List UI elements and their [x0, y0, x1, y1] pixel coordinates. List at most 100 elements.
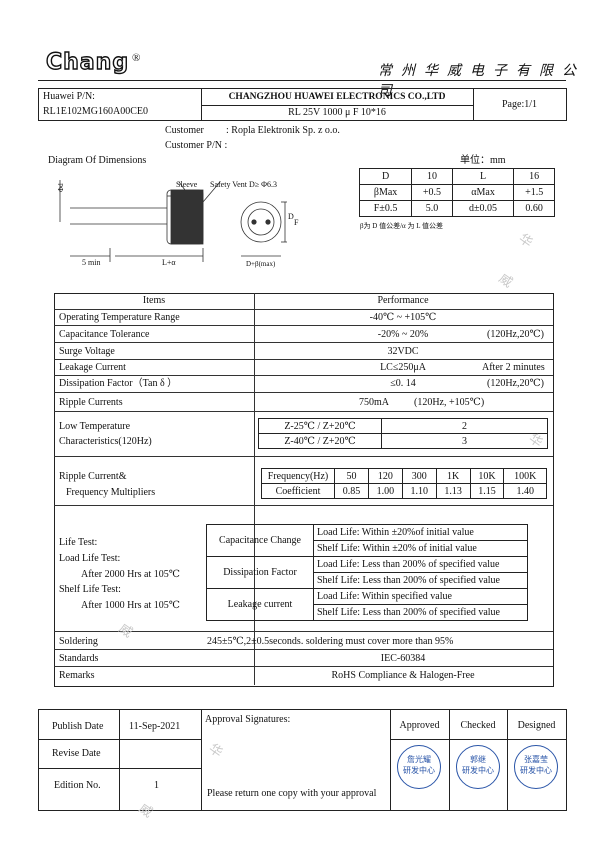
frequency-cell: 300 — [401, 468, 437, 484]
dim-d-label: D — [288, 212, 294, 221]
edition-label: Edition No. — [54, 780, 101, 791]
coefficient-cell: 0.85 — [334, 483, 369, 499]
dimension-cell: αMax — [451, 184, 515, 201]
dimension-table: D 10 L 16 βMax +0.5 αMax +1.5 F±0.5 5.0 … — [358, 168, 555, 217]
huawei-pn-value: RL1E102MG160A00CE0 — [43, 106, 148, 117]
table-row: Z-25℃ / Z+20℃ 2 — [258, 418, 548, 434]
capacitance-tolerance-label: Capacitance Tolerance — [59, 329, 150, 340]
load-life-condition: After 2000 Hrs at 105℃ — [81, 569, 180, 580]
header-table: Huawei P/N: RL1E102MG160A00CE0 CHANGZHOU… — [38, 88, 567, 121]
low-temperature-label: Low Temperature — [59, 421, 131, 432]
header-rule — [38, 80, 566, 81]
surge-voltage-value: 32VDC — [387, 346, 419, 357]
load-life-criterion: Load Life: Within specified value — [313, 588, 528, 605]
impedance-ratio-condition: Z-25℃ / Z+20℃ — [258, 418, 382, 434]
load-life-criterion: Load Life: Within ±20%of initial value — [313, 524, 528, 541]
page-number: Page:1/1 — [502, 99, 537, 110]
life-test-item: Dissipation Factor — [206, 556, 314, 589]
shelf-life-criterion: Shelf Life: Less than 200% of specified … — [313, 604, 528, 621]
table-row: F±0.5 5.0 d±0.05 0.60 — [358, 200, 555, 217]
diagram-title: Diagram Of Dimensions — [48, 155, 147, 166]
coefficient-cell: 1.10 — [401, 483, 437, 499]
sleeve-label: Sleeve — [176, 180, 198, 189]
part-number-cell: Huawei P/N: RL1E102MG160A00CE0 — [39, 89, 202, 120]
dimension-cell: 0.60 — [513, 200, 555, 217]
customer-pn-label: Customer P/N : — [165, 140, 228, 151]
soldering-value: 245±5℃,2±0.5seconds. soldering must cove… — [207, 636, 454, 647]
dim-5min-label: 5 min — [82, 258, 101, 267]
table-row: βMax +0.5 αMax +1.5 — [358, 184, 555, 201]
checked-label: Checked — [460, 720, 496, 731]
ripple-currents-condition: (120Hz, +105℃) — [414, 397, 485, 408]
customer-value: : Ropla Elektronik Sp. z o.o. — [226, 125, 340, 136]
capacitor-dimension-drawing — [59, 180, 287, 262]
table-row: Leakage current Load Life: Within specif… — [206, 588, 528, 621]
shelf-life-criterion: Shelf Life: Less than 200% of specified … — [313, 572, 528, 589]
capacitance-tolerance-condition: (120Hz,20℃) — [487, 329, 545, 340]
stamp-department: 研发中心 — [520, 766, 552, 775]
huawei-pn-label: Huawei P/N: — [43, 91, 95, 102]
impedance-ratio-value: 2 — [381, 418, 548, 434]
impedance-ratio-condition: Z-40℃ / Z+20℃ — [258, 433, 382, 449]
watermark: 华 — [515, 231, 535, 252]
life-test-item: Capacitance Change — [206, 524, 314, 557]
leakage-current-value: LC≤250μA — [380, 362, 426, 373]
stamp-department: 研发中心 — [403, 766, 435, 775]
table-row: Frequency(Hz) 50 120 300 1K 10K 100K — [261, 468, 547, 484]
frequency-cell: 10K — [469, 468, 505, 484]
table-row: Z-40℃ / Z+20℃ 3 — [258, 433, 548, 449]
checked-stamp: 郭继 研发中心 — [456, 745, 500, 789]
safety-vent-label: Safety Vent D≥ Φ6.3 — [210, 180, 277, 189]
approved-label: Approved — [399, 720, 440, 731]
low-temperature-label-2: Characteristics(120Hz) — [59, 436, 152, 447]
company-name-chinese: 常州华威电子有限公司 — [378, 63, 585, 99]
frequency-cell: 120 — [367, 468, 403, 484]
revise-date-label: Revise Date — [52, 748, 101, 759]
shelf-life-test-label: Shelf Life Test: — [59, 584, 121, 595]
stamp-department: 研发中心 — [462, 766, 494, 775]
life-test-label: Life Test: — [59, 537, 98, 548]
dimension-cell: +1.5 — [513, 184, 555, 201]
dim-f-label: F — [294, 218, 299, 227]
company-logo: Chang — [45, 50, 130, 75]
stamp-name: 詹光耀 — [407, 755, 431, 764]
coefficient-cell: 1.15 — [469, 483, 505, 499]
dissipation-factor-condition: (120Hz,20℃) — [487, 378, 545, 389]
dimension-cell: 16 — [513, 168, 555, 185]
dimension-cell: 10 — [411, 168, 453, 185]
product-description: RL 25V 1000 μ F 10*16 — [288, 107, 386, 118]
table-row: Dissipation Factor Load Life: Less than … — [206, 556, 528, 589]
operating-temperature-value: -40℃ ~ +105℃ — [369, 312, 437, 323]
soldering-label: Soldering — [59, 636, 98, 647]
coefficient-cell: 1.13 — [435, 483, 471, 499]
dim-length-label: L+α — [162, 258, 176, 267]
dissipation-factor-label: Dissipation Factor（Tan δ ） — [59, 378, 178, 389]
remarks-label: Remarks — [59, 670, 95, 681]
dimension-cell: D — [358, 168, 413, 185]
impedance-ratio-value: 3 — [381, 433, 548, 449]
frequency-multiplier-table: Frequency(Hz) 50 120 300 1K 10K 100K Coe… — [261, 468, 547, 499]
life-test-table: Capacitance Change Load Life: Within ±20… — [206, 524, 528, 621]
surge-voltage-label: Surge Voltage — [59, 346, 115, 357]
standards-label: Standards — [59, 653, 99, 664]
table-row: Capacitance Change Load Life: Within ±20… — [206, 524, 528, 557]
unit-label: 单位：mm — [460, 155, 506, 166]
load-life-test-label: Load Life Test: — [59, 553, 121, 564]
low-temperature-table: Z-25℃ / Z+20℃ 2 Z-40℃ / Z+20℃ 3 — [258, 418, 548, 449]
dissipation-factor-value: ≤0. 14 — [390, 378, 416, 389]
publish-date-value: 11-Sep-2021 — [129, 721, 181, 732]
page-cell: Page:1/1 — [473, 89, 566, 120]
coefficient-cell: 1.40 — [503, 483, 547, 499]
stamp-name: 张嘉莹 — [524, 755, 548, 764]
remarks-value: RoHS Compliance & Halogen-Free — [331, 670, 475, 681]
ripple-currents-value: 750mA — [359, 397, 389, 408]
approval-footer: Publish Date 11-Sep-2021 Revise Date Edi… — [38, 709, 567, 811]
life-test-item: Leakage current — [206, 588, 314, 621]
shelf-life-condition: After 1000 Hrs at 105℃ — [81, 600, 180, 611]
specification-rows: Items Performance Operating Temperature … — [54, 293, 554, 687]
frequency-header: Frequency(Hz) — [261, 468, 335, 484]
capacitance-tolerance-value: -20% ~ 20% — [377, 329, 429, 340]
return-copy-note: Please return one copy with your approva… — [207, 788, 377, 799]
watermark: 威 — [495, 271, 515, 292]
dim-diameter-label: D+β(max) — [246, 260, 276, 268]
